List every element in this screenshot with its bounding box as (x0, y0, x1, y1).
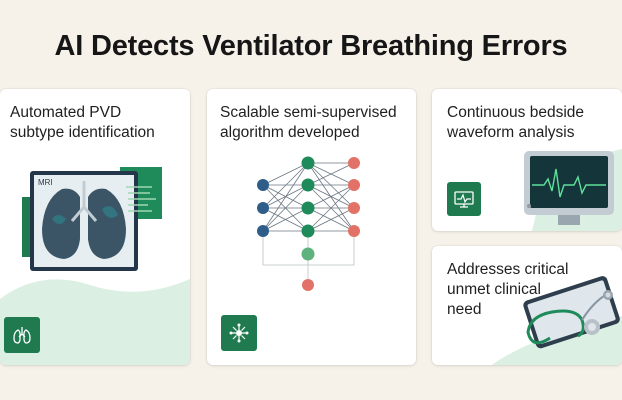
card-pvd-identification: Automated PVD subtype identification MRI (0, 89, 190, 365)
monitor-waveform-icon (447, 182, 481, 216)
network-chip-icon (221, 315, 257, 351)
card-title: Scalable semi-supervised algorithm devel… (220, 104, 397, 141)
bedside-monitor-illustration (524, 149, 622, 231)
tablet-stethoscope-illustration (492, 276, 622, 365)
card-bedside-waveform: Continuous bedside waveform analysis (432, 89, 622, 231)
neural-network-illustration (257, 156, 360, 291)
page-title: AI Detects Ventilator Breathing Errors (54, 30, 568, 62)
card-title: Automated PVD subtype identification (10, 104, 155, 141)
card-unmet-clinical-need: Addresses critical unmet clinical need (432, 246, 622, 365)
input-nodes (257, 179, 269, 237)
hidden-nodes (301, 156, 315, 261)
output-nodes (302, 157, 360, 291)
lung-scan-illustration (0, 167, 190, 365)
image-label: MRI (38, 178, 53, 187)
card-title: Addresses critical unmet clinical need (447, 261, 569, 318)
card-semi-supervised-algorithm: Scalable semi-supervised algorithm devel… (207, 89, 416, 365)
lungs-icon (4, 317, 40, 353)
card-title: Continuous bedside waveform analysis (447, 104, 585, 141)
